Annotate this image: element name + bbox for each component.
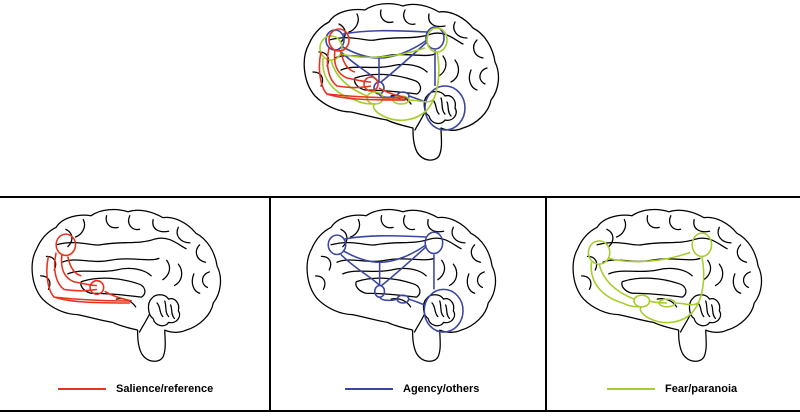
- fear-brain: [572, 208, 763, 362]
- brain-outline: [306, 208, 497, 362]
- fear-panel: Fear/paranoia: [547, 196, 800, 412]
- brain-outline: [572, 208, 763, 362]
- agency-legend-label: Agency/others: [403, 383, 480, 395]
- fear-legend: Fear/paranoia: [607, 381, 737, 397]
- agency-panel: Agency/others: [271, 196, 547, 412]
- salience-brain: [31, 208, 222, 362]
- salience-panel: Salience/reference: [0, 196, 271, 412]
- salience-legend-swatch: [58, 388, 106, 390]
- combined-networks-brain: [303, 3, 500, 161]
- salience-legend: Salience/reference: [58, 381, 213, 397]
- agency-legend-swatch: [345, 388, 393, 390]
- fear-legend-swatch: [607, 388, 655, 390]
- fear-legend-label: Fear/paranoia: [665, 383, 738, 395]
- agency-network-paths: [327, 231, 464, 333]
- salience-legend-label: Salience/reference: [116, 383, 214, 395]
- agency-legend: Agency/others: [345, 381, 479, 397]
- network-panels: Salience/reference Agency/others Fear/pa…: [0, 196, 800, 412]
- agency-brain: [306, 208, 497, 362]
